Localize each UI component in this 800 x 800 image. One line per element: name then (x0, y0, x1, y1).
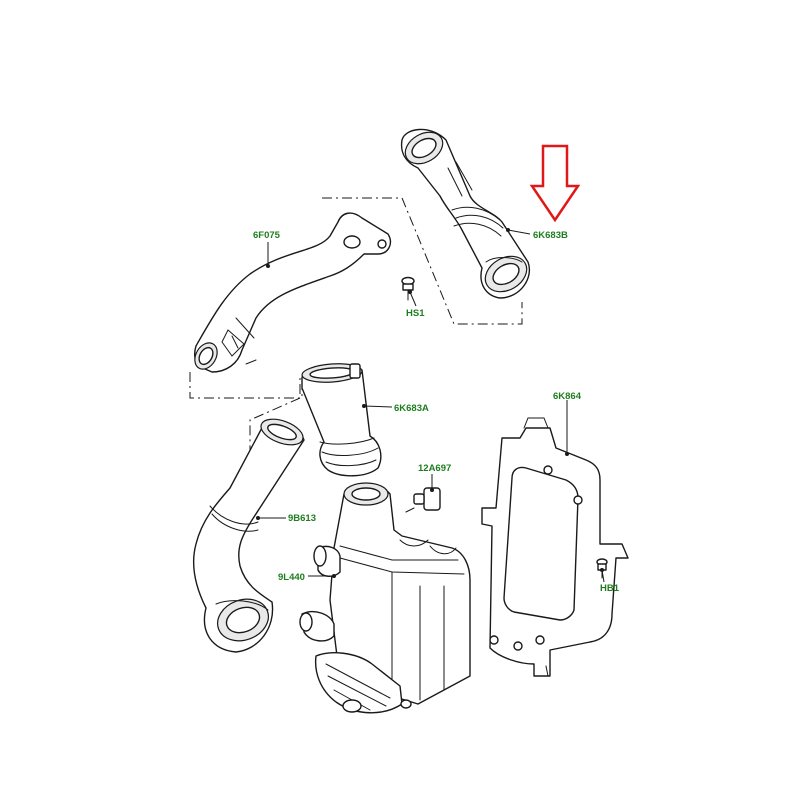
hose-6k683a (301, 363, 382, 477)
leader-lines (256, 228, 605, 583)
label-hs1: HS1 (406, 308, 425, 319)
intercooler-9l440 (299, 482, 471, 714)
label-6k864: 6K864 (553, 391, 582, 402)
label-12a697: 12A697 (418, 463, 451, 474)
label-6f075: 6F075 (253, 230, 281, 241)
screw-hs1 (401, 276, 415, 301)
hose-9b613 (192, 418, 305, 653)
label-6k683b: 6K683B (533, 230, 568, 241)
label-hb1: HB1 (600, 583, 620, 594)
hose-6k683b (400, 128, 531, 299)
down-arrow-marker (529, 144, 581, 223)
sensor-12a697 (405, 487, 441, 513)
part-labels: 6F075 6K683B HS1 6K683A 6K864 12A697 9B6… (253, 230, 620, 594)
pipe-6f075 (193, 212, 392, 373)
bolt-hb1 (596, 558, 608, 579)
label-9b613: 9B613 (288, 513, 316, 524)
label-6k683a: 6K683A (394, 403, 429, 414)
label-9l440: 9L440 (278, 572, 305, 583)
bracket-6k864 (481, 417, 629, 677)
